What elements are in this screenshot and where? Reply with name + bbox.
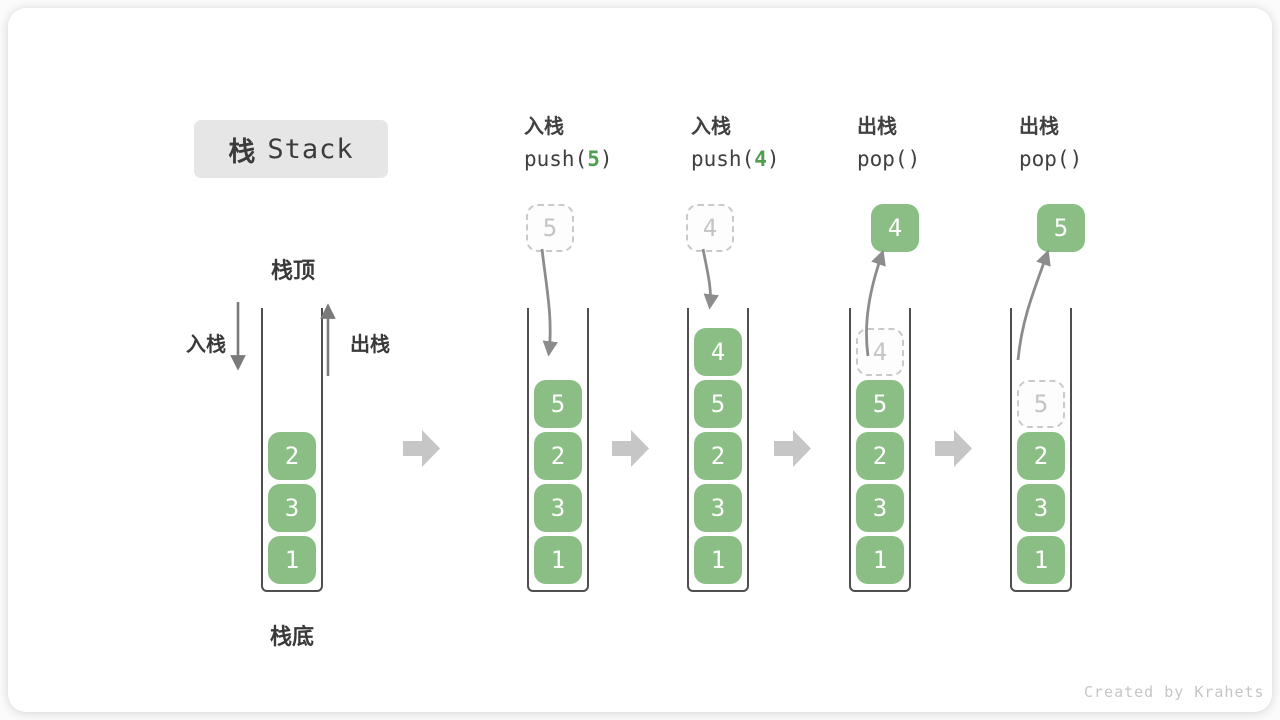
arrows-overlay: [230, 248, 1051, 467]
op-label: 出栈: [857, 116, 897, 138]
title-en: Stack: [267, 133, 354, 165]
op-code: push(4): [691, 147, 780, 171]
popped-element-box: 4: [871, 204, 919, 252]
watermark: Created by Krahets: [1084, 683, 1265, 701]
stack-cell: 4: [694, 328, 742, 376]
title-zh: 栈: [228, 136, 256, 167]
push-4-arrow: [701, 248, 719, 310]
stack-cell: 5: [534, 380, 582, 428]
op-label: 出栈: [1019, 116, 1059, 138]
op-arg: 5: [587, 147, 600, 171]
stack-cell: 3: [534, 484, 582, 532]
op-code: push(5): [524, 147, 613, 171]
stack-cell: 1: [694, 536, 742, 584]
header-push-5: 入栈 push(5): [524, 112, 613, 176]
stack-cell: 1: [268, 536, 316, 584]
incoming-element-box: 4: [686, 204, 734, 252]
stack-cell-ghost: 4: [856, 328, 904, 376]
step-arrow-icon: [935, 430, 972, 467]
stack-cell: 5: [694, 380, 742, 428]
incoming-element-box: 5: [526, 204, 574, 252]
stack-cell: 5: [856, 380, 904, 428]
stack-cell: 3: [1017, 484, 1065, 532]
title-chip: 栈 Stack: [194, 120, 388, 178]
pop-direction-label: 出栈: [350, 334, 390, 356]
step-arrow-icon: [403, 430, 440, 467]
op-code: pop(): [1019, 147, 1083, 171]
header-pop-4: 出栈 pop(): [857, 112, 920, 176]
stack-cell: 3: [856, 484, 904, 532]
op-arg: 4: [754, 147, 767, 171]
stack-cell: 3: [694, 484, 742, 532]
stack-cell: 2: [856, 432, 904, 480]
step-arrow-icon: [612, 430, 649, 467]
stack-cell: 3: [268, 484, 316, 532]
stack-top-label: 栈顶: [270, 258, 315, 283]
op-code: pop(): [857, 147, 921, 171]
op-label: 入栈: [691, 116, 731, 138]
stack-cell: 2: [268, 432, 316, 480]
diagram-card: 栈 Stack 入栈 push(5) 入栈 push(4) 出栈 pop() 出…: [8, 8, 1272, 712]
push-direction-label: 入栈: [186, 334, 226, 356]
stack-cell-ghost: 5: [1017, 380, 1065, 428]
stack-cell: 1: [856, 536, 904, 584]
stack-cell: 2: [534, 432, 582, 480]
header-pop-5: 出栈 pop(): [1019, 112, 1082, 176]
header-push-4: 入栈 push(4): [691, 112, 780, 176]
stack-cell: 2: [1017, 432, 1065, 480]
stack-cell: 1: [534, 536, 582, 584]
stack-cell: 2: [694, 432, 742, 480]
stack-bottom-label: 栈底: [269, 624, 314, 649]
step-arrow-icon: [774, 430, 811, 467]
op-label: 入栈: [524, 116, 564, 138]
stack-cell: 1: [1017, 536, 1065, 584]
popped-element-box: 5: [1037, 204, 1085, 252]
